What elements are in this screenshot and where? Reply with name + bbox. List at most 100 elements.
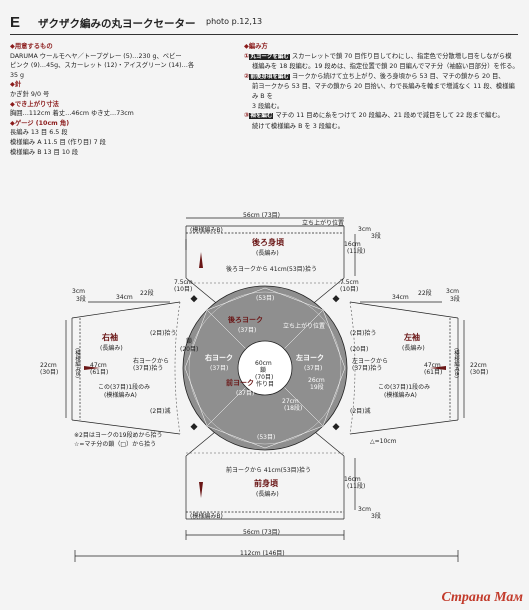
- yoke-18r: (18段): [284, 405, 303, 412]
- sleeve-34cm: 34cm: [116, 294, 133, 301]
- sleeve-note: この(37目)1段のみ: [378, 384, 431, 391]
- sleeve-note: (模様編みA): [104, 392, 137, 399]
- right-yoke-count: (37目): [210, 365, 229, 372]
- marker-diamond-icon: [332, 423, 340, 431]
- back-16cm: 16cm: [344, 241, 361, 248]
- yoke-stitch-count: (53目): [257, 434, 276, 441]
- left-yoke-count: (37目): [304, 365, 323, 372]
- front-body-title: 前身頃: [254, 479, 278, 488]
- total-width-label: 112cm (146目): [240, 550, 285, 557]
- sleeve-30: (30目): [470, 369, 489, 376]
- page-header: E ザクザク編みの丸ヨークセーター photo p.12,13: [10, 14, 518, 36]
- back-3cm: 3cm: [358, 226, 371, 233]
- method-heading: ◆編み方: [244, 43, 268, 50]
- sleeve-pickup: (37目)拾う: [133, 365, 164, 372]
- step-number: ②: [244, 72, 250, 80]
- yoke-19r: 19段: [310, 384, 324, 391]
- method-step-1: ①丸ヨークを編む スカーレットで鎖 70 目作り目してわにし、指定色で分散増し目…: [244, 52, 520, 63]
- neck-start: 作り目: [256, 381, 275, 388]
- gauge-line: 模様編み A 11.5 目 (作り目) 7 段: [10, 138, 106, 146]
- front-pattern-b: (模様編みB): [190, 513, 223, 520]
- sleeve-47cm: 47cm: [424, 362, 441, 369]
- sleeve-22r: 22段: [418, 290, 432, 297]
- right-sleeve-top-edge: [71, 301, 181, 319]
- tachiagari-label: 立ち上がり位置: [302, 220, 345, 227]
- sleeve-61: (61目): [90, 369, 109, 376]
- step-text: 前ヨークから 53 目、マチの鎖から 20 目拾い、わで長編みを輪まで増減なく …: [252, 83, 515, 100]
- chain-label: 鎖: [186, 338, 193, 345]
- front-body-sub: (長編み): [256, 491, 279, 498]
- method-column: ◆編み方 ①丸ヨークを編む スカーレットで鎖 70 目作り目してわにし、指定色で…: [244, 42, 520, 131]
- sleeve-61: (61目): [424, 369, 443, 376]
- yoke-stitch-count: (53目): [256, 295, 275, 302]
- materials-line: ピンク (9)…45g、スカーレット (12)・アイスグリーン (14)…各: [10, 62, 195, 70]
- step-text: 続けて模様編み B を 3 段編む。: [252, 122, 344, 130]
- right-armhole-pickup: [174, 301, 181, 435]
- front-yoke-count: (37目): [236, 390, 255, 397]
- method-step-2: ②前後身頃を編む ヨークから続けて立ち上がり、後ろ身頃から 53 目、マチの鎖か…: [244, 72, 520, 83]
- watermark: Страна Мам: [441, 590, 523, 605]
- tachiagari-mid: 立ち上がり位置: [283, 323, 326, 330]
- back-3r: 3段: [371, 233, 381, 240]
- bottom-width-label: 56cm (73目): [243, 529, 281, 536]
- sleeve-3r: 3段: [76, 296, 86, 303]
- neck-60cm: 60cm: [255, 360, 272, 367]
- right-yoke-title: 右ヨーク: [205, 354, 233, 362]
- front-yoke-title: 前ヨーク: [226, 379, 254, 387]
- front-16cm: 16cm: [344, 476, 361, 483]
- sleeve-cuff-b: (模様編みB): [453, 348, 459, 379]
- header-rule: [10, 34, 518, 35]
- pattern-title: ザクザク編みの丸ヨークセーター: [38, 18, 196, 30]
- sleeve-34cm: 34cm: [392, 294, 409, 301]
- materials-column: ◆用意するもの DARUMA ウールモヘヤ／トープグレー (5)…230 g、ベ…: [10, 42, 240, 157]
- direction-arrow-icon: [199, 482, 203, 498]
- note-line: ※2目はヨークの19段めから拾う: [74, 432, 163, 439]
- sleeve-pickup: 右ヨークから: [133, 358, 170, 365]
- yoke-27cm: 27cm: [282, 398, 299, 405]
- gauge-heading: ◆ゲージ (10cm 角): [10, 119, 70, 127]
- sleeve-22cm: 22cm: [40, 362, 57, 369]
- front-pickup-label: 前ヨークから 41cm(53目)拾う: [226, 467, 312, 474]
- dim-7-5: 7.5cm: [340, 279, 359, 286]
- yoke-26cm: 26cm: [308, 377, 325, 384]
- marker-diamond-icon: [190, 423, 198, 431]
- neckline: [237, 340, 293, 396]
- sleeve-3cm: 3cm: [446, 288, 459, 295]
- right-sleeve-bottom-edge: [71, 419, 181, 435]
- materials-line: 35 g: [10, 71, 25, 79]
- sleeve-30: (30目): [40, 369, 59, 376]
- yoke-inner-ring: [188, 291, 342, 445]
- step-title: 前後身頃を編む: [249, 73, 290, 80]
- step-text: 様編みを 18 段編む。19 段めは、指定位置で鎖 20 目編んでマチ分（袖脇い…: [252, 63, 519, 71]
- gauge-line: 長編み 13 目 6.5 段: [10, 129, 68, 137]
- step-number: ①: [244, 52, 250, 60]
- back-11r: (11段): [347, 248, 366, 255]
- neck-chain: 鎖: [260, 367, 267, 374]
- sleeve-decrease: (2目)減: [150, 408, 171, 415]
- step-text: マチの 11 目めに糸をつけて 20 段編み、21 段めで減目をして 22 段ま…: [275, 112, 504, 120]
- left-armhole-pickup: [349, 301, 356, 435]
- step-title: 丸ヨークを編む: [249, 53, 290, 60]
- marker-diamond-icon: [190, 295, 198, 303]
- pick-2: (2目)拾う: [350, 330, 377, 337]
- top-width-label: 56cm (73目): [243, 212, 281, 219]
- left-sleeve-top-edge: [349, 301, 459, 319]
- sleeve-pickup: (37目)拾う: [352, 365, 383, 372]
- size-heading: ◆でき上がり寸法: [10, 100, 59, 108]
- sleeve-47cm: 47cm: [90, 362, 107, 369]
- needle-line: かぎ針 9/0 号: [10, 90, 50, 98]
- step-text: 3 段編む。: [252, 102, 284, 110]
- size-line: 胸囲…112cm 着丈…46cm ゆき丈…73cm: [10, 110, 134, 118]
- back-body-title: 後ろ身頃: [252, 238, 284, 247]
- front-3cm: 3cm: [358, 506, 371, 513]
- step-title: 袖を編む: [249, 113, 274, 120]
- direction-arrow-icon: [430, 366, 446, 370]
- sleeve-note: この(37目)1段のみ: [98, 384, 151, 391]
- step-number: ③: [244, 112, 250, 120]
- direction-arrow-icon: [199, 252, 203, 268]
- step-text: ヨークから続けて立ち上がり、後ろ身頃から 53 目、マチの鎖から 20 目、: [291, 72, 505, 80]
- back-body-sub: (長編み): [256, 250, 279, 257]
- materials-heading: ◆用意するもの: [10, 43, 53, 50]
- sleeve-3r: 3段: [450, 296, 460, 303]
